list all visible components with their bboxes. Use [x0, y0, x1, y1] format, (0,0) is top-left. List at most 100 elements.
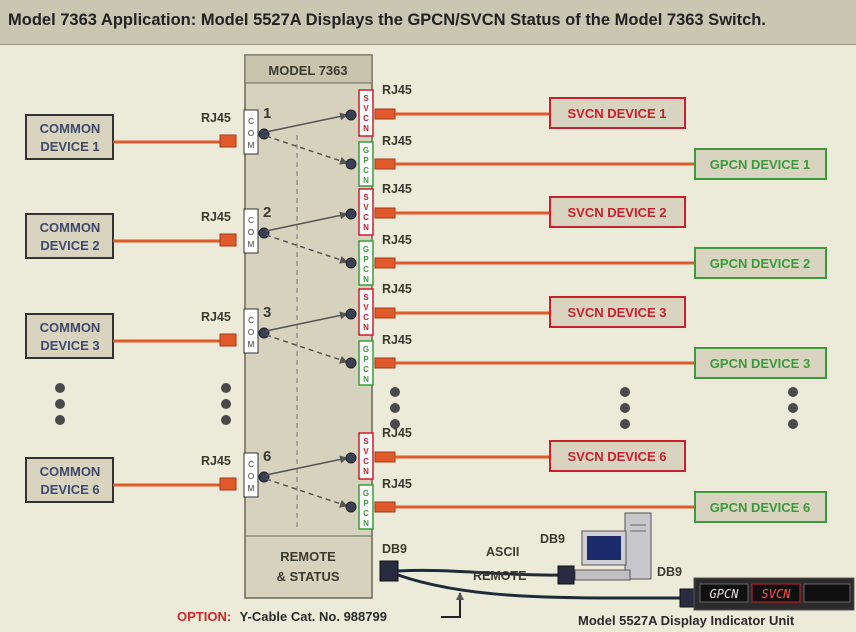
svcn-port-letter: C	[363, 313, 369, 322]
channel-number: 3	[263, 304, 271, 321]
gpcn-device-label: GPCN DEVICE 6	[710, 500, 810, 515]
diagram: MODEL 7363 REMOTE & STATUS COMMONDEVICE …	[25, 54, 855, 628]
common-device-box	[25, 313, 114, 359]
svcn-port-letter: S	[363, 94, 369, 103]
db9-label-pc: DB9	[540, 532, 565, 546]
display-svcn-text: SVCN	[762, 587, 792, 601]
model-7363-label: MODEL 7363	[268, 63, 347, 78]
gpcn-port-letter: G	[363, 489, 369, 498]
gpcn-device-box	[694, 347, 827, 379]
com-port	[243, 109, 259, 155]
gpcn-port	[358, 484, 374, 530]
gpcn-contact	[345, 158, 357, 170]
switch-arm-svcn	[265, 112, 348, 133]
gpcn-port-letter: P	[363, 156, 369, 165]
common-device-label-line2: DEVICE 1	[40, 139, 99, 154]
gpcn-contact	[345, 501, 357, 513]
svcn-device-box	[549, 97, 686, 129]
gpcn-port-letter: G	[363, 245, 369, 254]
db9-label-left: DB9	[382, 542, 407, 556]
switch-pivot	[258, 327, 270, 339]
svcn-contact	[345, 109, 357, 121]
common-device-box	[25, 114, 114, 160]
gpcn-port	[358, 240, 374, 286]
com-port-letter: O	[248, 328, 254, 337]
com-port-letter: O	[248, 129, 254, 138]
gpcn-port-letter: G	[363, 345, 369, 354]
display-gpcn-text: GPCN	[710, 587, 740, 601]
rj45-plug	[374, 357, 396, 369]
svcn-port-letter: C	[363, 213, 369, 222]
gpcn-port-letter: N	[363, 176, 369, 185]
gpcn-port-letter: C	[363, 365, 369, 374]
svcn-port-letter: S	[363, 193, 369, 202]
svcn-port-letter: V	[363, 203, 369, 212]
rj45-plug	[374, 158, 396, 170]
gpcn-port-letter: C	[363, 509, 369, 518]
svcn-port-letter: N	[363, 124, 369, 133]
rj45-plug	[219, 477, 237, 491]
rj45-plug	[374, 108, 396, 120]
svcn-device-box	[549, 296, 686, 328]
gpcn-port-letter: C	[363, 265, 369, 274]
gpcn-port-letter: P	[363, 255, 369, 264]
rj45-label: RJ45	[382, 333, 412, 347]
y-cable-branch	[397, 573, 681, 600]
gpcn-device-box	[694, 247, 827, 279]
gpcn-port	[358, 141, 374, 187]
display-svcn-segment	[751, 583, 801, 603]
rj45-label: RJ45	[382, 282, 412, 296]
gpcn-device-label: GPCN DEVICE 3	[710, 356, 810, 371]
svcn-port	[358, 432, 374, 480]
com-port-letter: O	[248, 472, 254, 481]
option-text: Y-Cable Cat. No. 988799	[240, 609, 387, 624]
svcn-port-letter: N	[363, 223, 369, 232]
svcn-device-label: SVCN DEVICE 3	[568, 305, 667, 320]
gpcn-port	[358, 340, 374, 386]
svcn-contact	[345, 452, 357, 464]
switch-arm-svcn	[265, 211, 348, 232]
rj45-plug	[374, 307, 396, 319]
svcn-device-box	[549, 196, 686, 228]
gpcn-port-letter: P	[363, 499, 369, 508]
common-device-label-line1: COMMON	[40, 220, 101, 235]
com-port-letter: C	[248, 117, 254, 126]
gpcn-port-letter: C	[363, 166, 369, 175]
db9-label-display: DB9	[657, 565, 682, 579]
common-device-box	[25, 457, 114, 503]
switch-pivot	[258, 128, 270, 140]
svcn-port	[358, 288, 374, 336]
common-device-label-line1: COMMON	[40, 464, 101, 479]
rj45-label: RJ45	[201, 454, 231, 468]
com-port-letter: O	[248, 228, 254, 237]
rj45-label: RJ45	[201, 111, 231, 125]
rj45-label: RJ45	[382, 426, 412, 440]
gpcn-port-letter: P	[363, 355, 369, 364]
svcn-port	[358, 188, 374, 236]
gpcn-port-letter: N	[363, 275, 369, 284]
page-title: Model 7363 Application: Model 5527A Disp…	[8, 11, 766, 29]
display-unit-label: Model 5527A Display Indicator Unit	[578, 613, 795, 628]
rj45-label: RJ45	[382, 134, 412, 148]
svcn-port-letter: C	[363, 114, 369, 123]
com-port-letter: M	[248, 484, 255, 493]
common-device-label-line2: DEVICE 3	[40, 338, 99, 353]
remote-label-line2: & STATUS	[276, 569, 339, 584]
rj45-plug	[374, 451, 396, 463]
svcn-port-letter: C	[363, 457, 369, 466]
com-port	[243, 208, 259, 254]
svcn-port-letter: V	[363, 104, 369, 113]
svcn-device-label: SVCN DEVICE 6	[568, 449, 667, 464]
title-bar: Model 7363 Application: Model 5527A Disp…	[0, 0, 856, 45]
svcn-port-letter: N	[363, 467, 369, 476]
option-label: OPTION:	[177, 609, 231, 624]
com-port	[243, 308, 259, 354]
com-port-letter: M	[248, 340, 255, 349]
svcn-port-letter: N	[363, 323, 369, 332]
gpcn-port-letter: G	[363, 146, 369, 155]
svcn-device-label: SVCN DEVICE 1	[568, 106, 667, 121]
continuation-dots	[55, 383, 798, 429]
remote-label: REMOTE	[473, 569, 526, 583]
common-device-label-line1: COMMON	[40, 121, 101, 136]
rj45-plug	[374, 257, 396, 269]
